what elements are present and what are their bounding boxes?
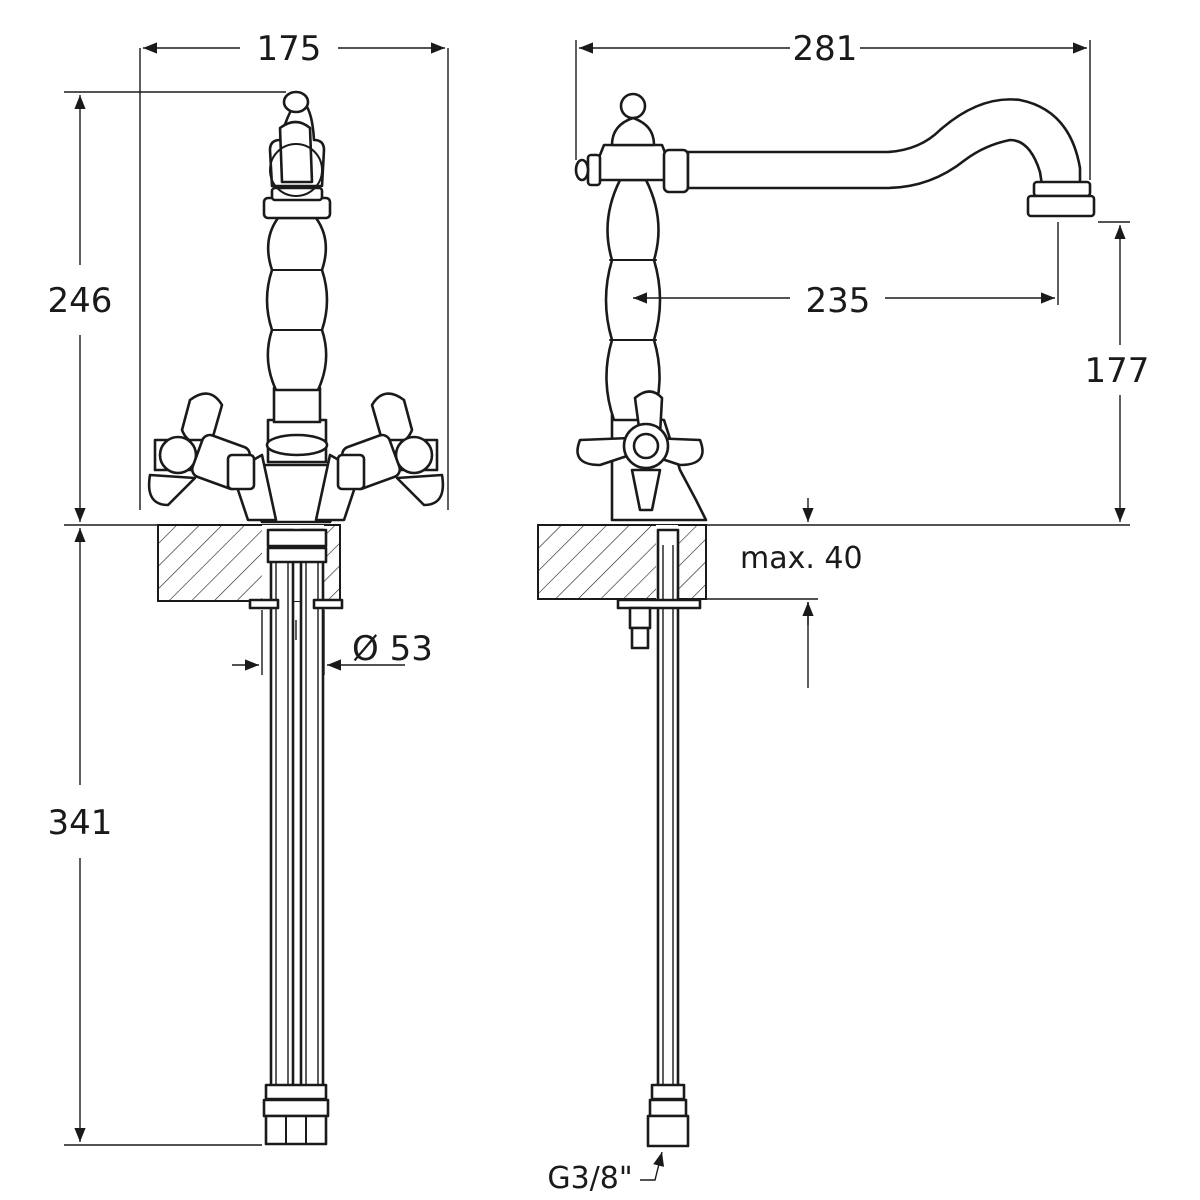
side-handle bbox=[576, 390, 704, 512]
side-countertop bbox=[537, 524, 707, 600]
dim-spout-height: 177 bbox=[1085, 351, 1150, 391]
dim-front-width: 175 bbox=[257, 29, 322, 69]
dim-connection-thread: G3/8" bbox=[547, 1161, 632, 1196]
dim-hole-diameter: Ø 53 bbox=[352, 629, 433, 669]
front-dimensions bbox=[64, 42, 449, 1146]
front-faucet-body bbox=[230, 90, 362, 524]
side-dimensions bbox=[575, 40, 1130, 1181]
front-supply-hoses bbox=[248, 528, 344, 1146]
front-left-handle bbox=[147, 392, 256, 507]
dim-max-thickness: max. 40 bbox=[740, 541, 863, 576]
side-view bbox=[537, 40, 1130, 1181]
dim-front-height-below: 341 bbox=[48, 803, 113, 843]
front-view bbox=[64, 42, 449, 1146]
dim-front-height-above: 246 bbox=[48, 281, 113, 321]
dim-side-width: 281 bbox=[793, 29, 858, 69]
dim-spout-reach: 235 bbox=[806, 281, 871, 321]
front-right-handle bbox=[336, 392, 445, 507]
side-supply-hose bbox=[616, 528, 702, 1148]
